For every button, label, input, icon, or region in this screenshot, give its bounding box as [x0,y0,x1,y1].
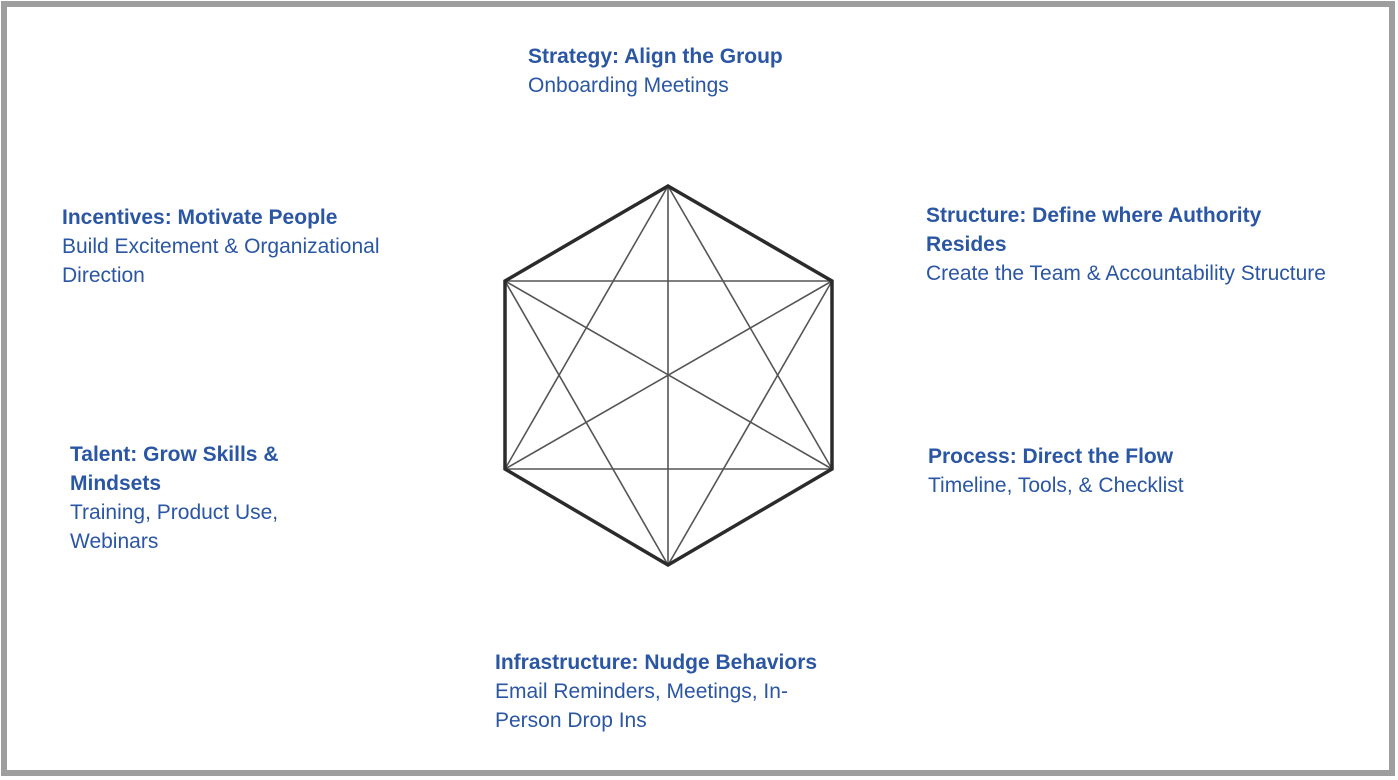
node-structure-desc: Create the Team & Accountability Structu… [926,262,1326,285]
node-talent-desc: Training, Product Use, Webinars [70,501,279,553]
hexagon-outline [503,183,834,568]
node-infrastructure-desc: Email Reminders, Meetings, In-Person Dro… [495,680,788,732]
hexagon-inner-lines [504,185,833,566]
node-structure: Structure: Define where Authority Reside… [926,201,1336,288]
node-process-title: Process: Direct the Flow [928,445,1174,468]
node-incentives: Incentives: Motivate People Build Excite… [62,203,442,290]
node-infrastructure: Infrastructure: Nudge Behaviors Email Re… [495,648,818,735]
node-strategy-title: Strategy: Align the Group [528,45,783,68]
node-incentives-desc: Build Excitement & Organizational Direct… [62,235,380,287]
node-talent-title: Talent: Grow Skills & Mindsets [70,443,279,495]
node-strategy: Strategy: Align the Group Onboarding Mee… [528,42,858,100]
node-strategy-desc: Onboarding Meetings [528,74,729,97]
node-infrastructure-title: Infrastructure: Nudge Behaviors [495,651,818,674]
node-structure-title: Structure: Define where Authority Reside… [926,204,1262,256]
node-process-desc: Timeline, Tools, & Checklist [928,474,1184,497]
node-incentives-title: Incentives: Motivate People [62,206,338,229]
node-talent: Talent: Grow Skills & Mindsets Training,… [70,440,330,556]
node-process: Process: Direct the Flow Timeline, Tools… [928,442,1258,500]
